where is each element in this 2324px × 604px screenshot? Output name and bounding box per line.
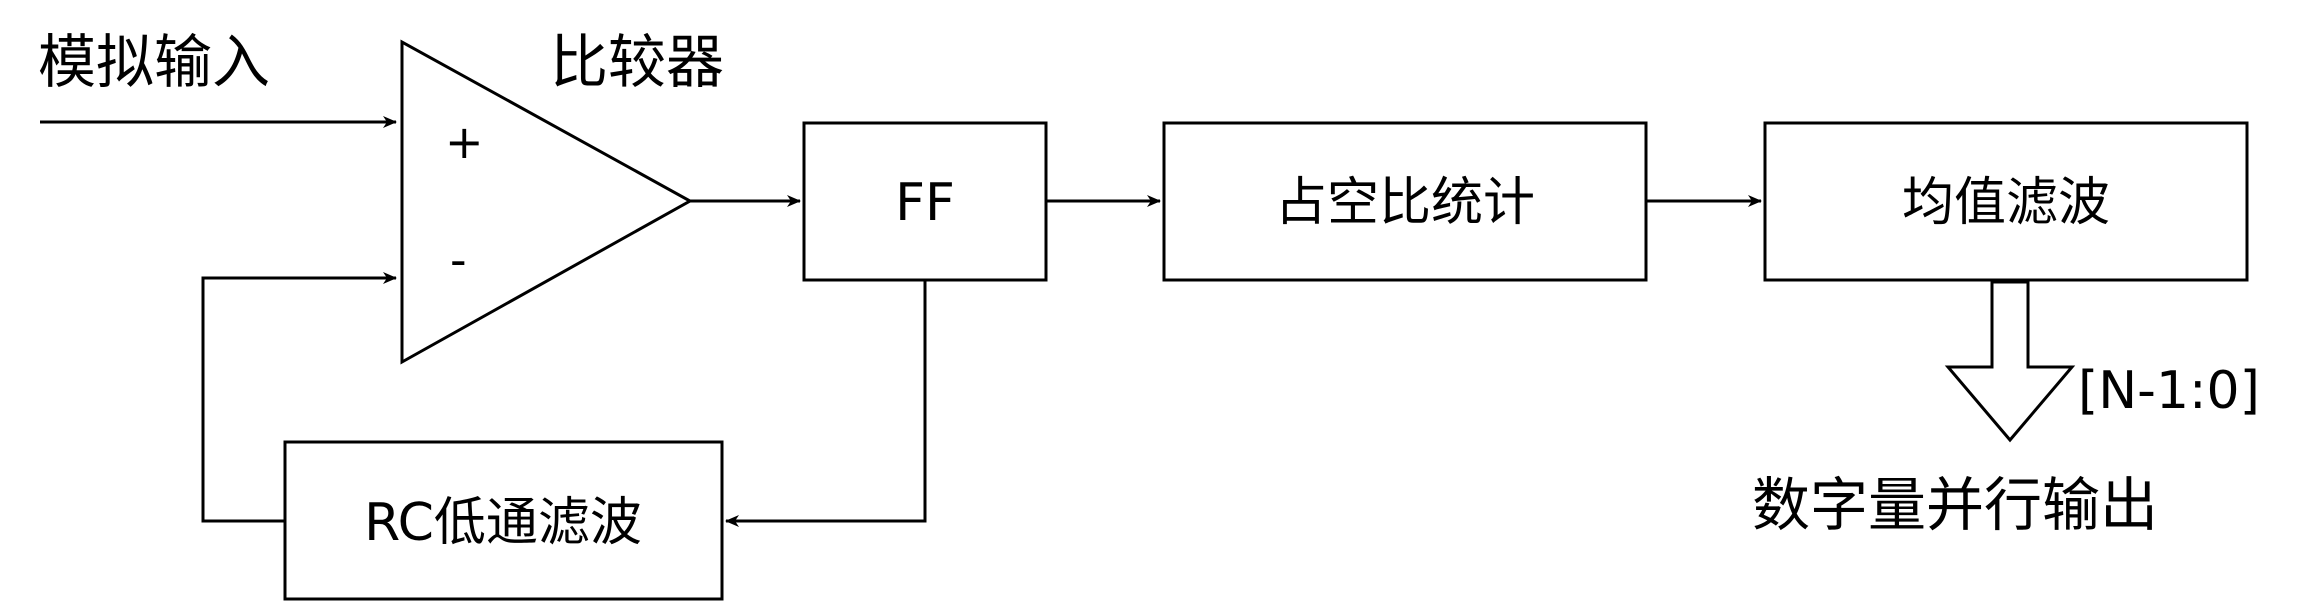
rc-lowpass-block: [283, 440, 724, 601]
mean-filter-block: [1763, 121, 2249, 282]
duty-cycle-count-label: 占空比统计: [1275, 173, 1535, 233]
bus-width-label: [N-1:0]: [2078, 361, 2260, 421]
digital-parallel-output-label: 数字量并行输出: [1752, 471, 2158, 539]
mean-filter-label: 均值滤波: [1902, 173, 2110, 233]
comparator-plus-label: +: [445, 115, 484, 169]
rc-to-comparator-wire: [201, 272, 397, 523]
output-hollow-arrow: [1944, 280, 2076, 443]
rc-lowpass-label: RC低通滤波: [364, 493, 642, 553]
ff-block: [802, 121, 1048, 282]
comparator-symbol: [400, 39, 694, 365]
analog-input-label: 模拟输入: [38, 28, 270, 96]
ff-label: FF: [895, 173, 955, 233]
comparator-minus-label: -: [450, 233, 467, 287]
comparator-label: 比较器: [550, 28, 724, 96]
duty-cycle-count-block: [1162, 121, 1648, 282]
ff-to-rc-feedback-wire: [725, 280, 927, 527]
